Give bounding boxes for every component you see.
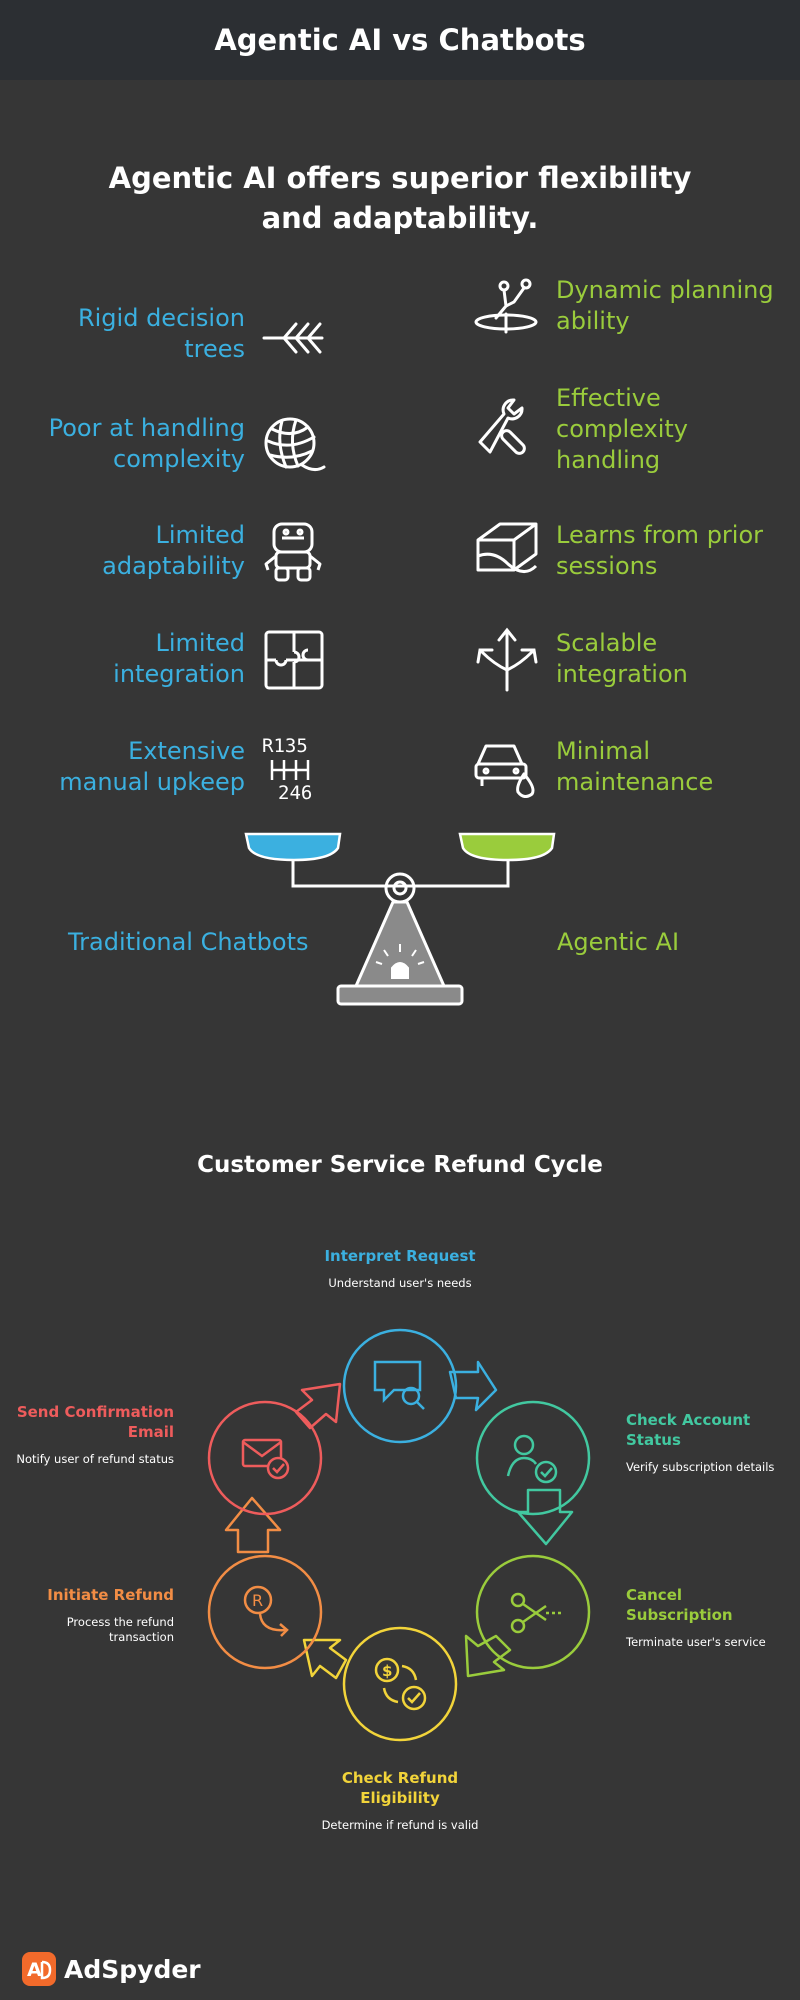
right-feature-3: Learns from prior sessions — [556, 521, 764, 580]
left-feature-5: Extensive manual upkeep — [59, 737, 245, 796]
svg-text:R135: R135 — [262, 735, 308, 757]
wrench-icon — [478, 398, 526, 455]
step-desc: Determine if refund is valid — [321, 1818, 479, 1832]
left-feature-2: Poor at handling complexity — [48, 414, 245, 473]
agentic-ai-label: Agentic AI — [557, 928, 680, 956]
left-feature-4: Limited integration — [113, 629, 245, 688]
svg-text:A: A — [27, 1959, 42, 1981]
step-title: Check Refund Eligibility — [341, 1769, 459, 1807]
step-title: Check Account Status — [626, 1411, 751, 1449]
arrow-2 — [516, 1488, 574, 1546]
scale-left-pan — [244, 832, 342, 862]
circle-interpret-request — [342, 1328, 458, 1444]
gear-shift-icon-overlay: R135 246 — [262, 734, 326, 802]
yarn-ball-icon — [264, 417, 326, 472]
circle-check-account-status — [475, 1400, 591, 1516]
left-feature-3: Limited adaptability — [102, 521, 245, 580]
step-desc: Verify subscription details — [626, 1460, 775, 1474]
step-title: Send Confirmation Email — [16, 1403, 174, 1441]
puzzle-icon — [264, 630, 324, 690]
refund-icon: R — [243, 1585, 289, 1637]
step-interpret-request: Interpret Request Understand user's need… — [280, 1246, 520, 1291]
car-oil-icon — [474, 744, 535, 798]
step-check-refund-eligibility: Check Refund Eligibility Determine if re… — [320, 1768, 480, 1833]
arrow-3 — [464, 1634, 512, 1678]
step-title: Interpret Request — [324, 1247, 476, 1265]
step-check-account-status: Check Account Status Verify subscription… — [626, 1410, 786, 1475]
robot-icon — [264, 522, 322, 582]
scale-base — [336, 900, 464, 1006]
circle-cancel-subscription — [475, 1554, 591, 1670]
scale-right-pan — [458, 832, 556, 862]
step-cancel-subscription: Cancel Subscription Terminate user's ser… — [626, 1585, 786, 1650]
comparison-heading: Agentic AI offers superior flexibility a… — [108, 161, 692, 235]
traditional-chatbots-label: Traditional Chatbots — [68, 928, 309, 956]
refund-cycle-diagram: $ R — [207, 1328, 591, 1742]
scissors-icon — [510, 1592, 562, 1634]
right-feature-5: Minimal maintenance — [556, 737, 714, 796]
circle-initiate-refund — [207, 1554, 323, 1670]
svg-text:246: 246 — [278, 782, 312, 802]
arrow-6 — [294, 1382, 342, 1430]
circle-send-confirmation-email — [207, 1400, 323, 1516]
svg-text:R: R — [252, 1591, 263, 1610]
user-check-icon — [506, 1434, 558, 1484]
svg-text:$: $ — [382, 1662, 392, 1680]
arrow-5 — [224, 1496, 282, 1554]
right-feature-1: Dynamic planning ability — [556, 276, 774, 335]
coin-check-icon: $ — [374, 1657, 427, 1711]
arrow-icon — [262, 322, 324, 354]
header-bar: Agentic AI vs Chatbots — [0, 0, 800, 80]
cycle-title: Customer Service Refund Cycle — [197, 1152, 603, 1178]
step-send-confirmation-email: Send Confirmation Email Notify user of r… — [14, 1402, 174, 1467]
right-feature-2: Effective complexity handling — [556, 384, 688, 474]
chat-search-icon — [373, 1360, 425, 1410]
circle-check-refund-eligibility — [342, 1626, 458, 1742]
box-icon — [476, 522, 538, 573]
step-desc: Terminate user's service — [626, 1635, 766, 1649]
step-initiate-refund: Initiate Refund Process the refund trans… — [14, 1585, 174, 1645]
step-desc: Understand user's needs — [328, 1276, 472, 1290]
mail-check-icon — [241, 1438, 290, 1480]
adspyder-logo-icon: A — [22, 1952, 56, 1986]
step-title: Initiate Refund — [47, 1586, 174, 1604]
step-title: Cancel Subscription — [626, 1586, 733, 1624]
branching-arrows-icon — [476, 627, 538, 692]
arrow-1 — [448, 1360, 498, 1412]
surfer-icon — [474, 278, 538, 334]
brand-name: AdSpyder — [64, 1955, 201, 1984]
page-title: Agentic AI vs Chatbots — [214, 23, 586, 57]
step-desc: Notify user of refund status — [16, 1452, 174, 1466]
left-feature-1: Rigid decision trees — [77, 304, 245, 363]
right-feature-4: Scalable integration — [556, 629, 688, 688]
step-desc: Process the refund transaction — [66, 1615, 174, 1644]
arrow-4 — [302, 1638, 348, 1680]
